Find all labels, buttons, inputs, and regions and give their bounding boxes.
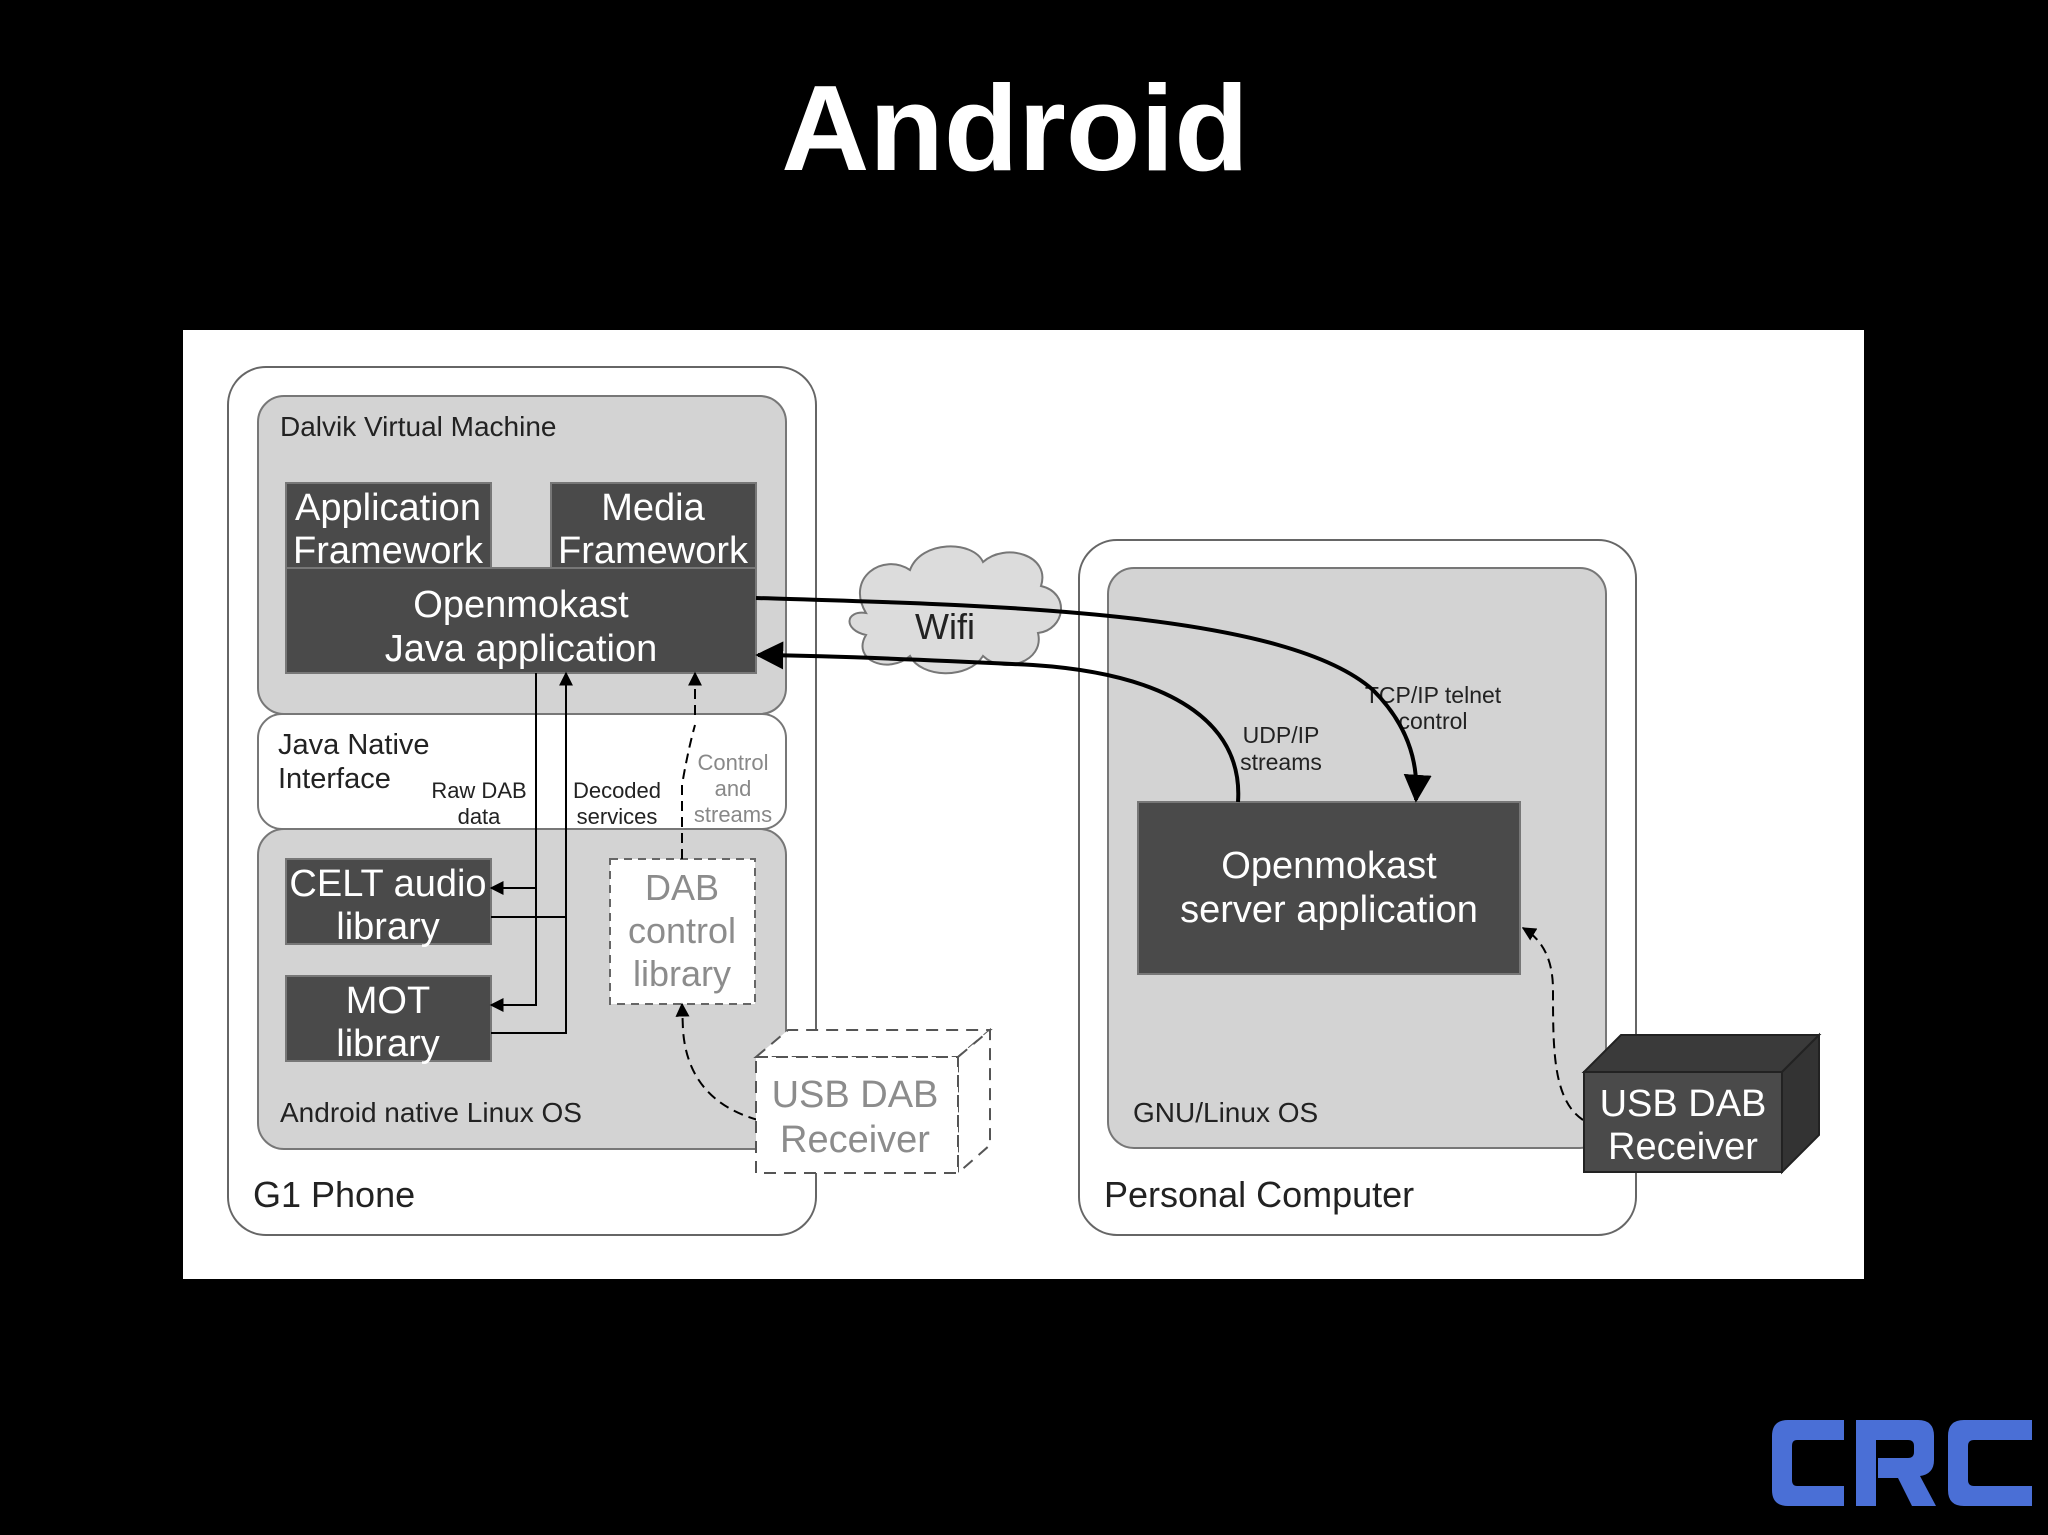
mot-line-2: library [336,1023,439,1065]
openmokast-java-line-1: Openmokast [413,584,629,626]
server-app-line-1: Openmokast [1221,845,1437,887]
pc-usb-dab-receiver: USB DAB Receiver [1581,1032,1822,1175]
celt-line-1: CELT audio [289,863,486,905]
application-framework-line-1: Application [295,487,481,529]
gnu-linux-os-label: GNU/Linux OS [1133,1097,1318,1128]
pc-usb-dab-line-1: USB DAB [1600,1083,1767,1125]
celt-line-2: library [336,906,439,948]
jni-label-line-2: Interface [278,763,391,795]
control-streams-line-1: Control [698,750,769,775]
personal-computer-label: Personal Computer [1104,1174,1414,1215]
wifi-label: Wifi [915,606,975,647]
server-app-line-2: server application [1180,889,1478,931]
application-framework-line-2: Framework [293,530,484,572]
jni-label-line-1: Java Native [278,729,430,761]
dab-control-line-2: control [628,910,736,951]
raw-dab-arrow-to-mot [489,888,537,1012]
mot-line-1: MOT [346,980,430,1022]
media-framework-line-1: Media [601,487,705,529]
application-framework-box: Application Framework [285,482,492,572]
tcp-label-line-2: control [1398,708,1467,734]
media-framework-box: Media Framework [550,482,757,572]
udp-streams-arrow [755,641,1241,803]
openmokast-server-app-box: Openmokast server application [1137,801,1521,975]
raw-dab-label-line-1: Raw DAB [431,778,526,803]
raw-dab-label-line-2: data [458,804,502,829]
architecture-diagram: G1 Phone Dalvik Virtual Machine Applicat… [183,330,1864,1279]
android-native-os-label: Android native Linux OS [280,1097,582,1128]
decoded-services-arrow [491,673,566,1034]
pc-usb-to-server-arrow [1521,927,1584,1121]
phone-internal-arrows [489,673,759,1121]
media-framework-line-2: Framework [558,530,749,572]
udp-label-line-2: streams [1240,749,1322,775]
udp-label-line-1: UDP/IP [1243,722,1320,748]
slide-title: Android [781,60,1249,196]
decoded-label-line-1: Decoded [573,778,661,803]
dab-control-line-1: DAB [645,867,719,908]
phone-usb-dab-line-2: Receiver [780,1119,930,1161]
control-streams-line-2: and [715,776,752,801]
g1-phone-label: G1 Phone [253,1174,415,1215]
control-streams-arrow [682,673,695,859]
dab-control-library-box: DAB control library [609,858,756,1005]
jni-container: Java Native Interface Raw DAB data Decod… [257,713,787,830]
tcp-control-arrow [755,596,1432,803]
phone-usb-dab-line-1: USB DAB [772,1074,939,1116]
phone-usb-dab-receiver: USB DAB Receiver [753,1027,993,1176]
mot-library-box: MOT library [285,975,492,1065]
usb-to-dab-control-arrow [675,1002,759,1121]
wifi-cloud: Wifi [848,545,1062,675]
pc-usb-dab-line-2: Receiver [1608,1126,1758,1168]
celt-audio-library-box: CELT audio library [285,858,492,948]
network-arrows [755,596,1432,803]
decoded-label-line-2: services [577,804,658,829]
crc-logo-mark [1772,1420,2032,1506]
openmokast-java-line-2: Java application [385,628,658,670]
control-streams-line-3: streams [694,802,772,827]
openmokast-java-app-box: Openmokast Java application [285,567,757,674]
dab-control-line-3: library [633,953,731,994]
crc-logo [1772,1420,2032,1506]
dalvik-vm-label: Dalvik Virtual Machine [280,411,557,442]
